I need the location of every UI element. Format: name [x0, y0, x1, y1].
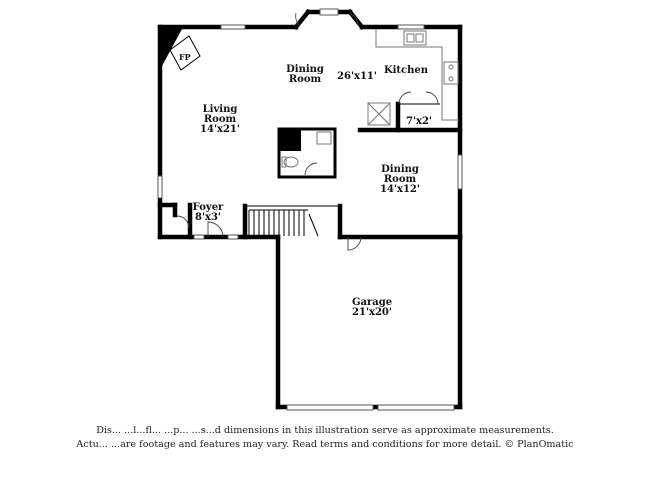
foyer-label: Foyer: [193, 202, 224, 213]
sink-icon: [403, 30, 427, 46]
foyer-dimension: 8'x3': [195, 212, 221, 223]
utility-block: [279, 129, 301, 151]
staircase: [248, 209, 319, 237]
dining-room-label-2: Room: [384, 174, 417, 185]
sink-icon: [316, 131, 332, 145]
stove-icon: [443, 61, 459, 85]
disclaimer: Dis... ...l...fl... ...p... ...s...d dim…: [0, 424, 650, 452]
kitchen-label: Kitchen: [384, 65, 429, 76]
dining-room-top-label-1: Dining: [286, 64, 324, 75]
fireplace-label: FP: [179, 52, 191, 62]
garage-label: Garage: [352, 297, 392, 308]
windows: [157, 8, 463, 411]
living-room-label-1: Living: [203, 104, 238, 115]
kitchen-fixtures: [367, 29, 459, 126]
doors: [176, 12, 439, 251]
toilet-icon: [283, 156, 299, 168]
fridge-icon: [367, 102, 391, 126]
bath-fixtures: [281, 131, 332, 168]
fireplace-icon: [162, 29, 201, 71]
dining-room-dimension: 14'x12': [380, 184, 420, 195]
dining-room-label-1: Dining: [381, 164, 419, 175]
living-room-dimension: 14'x21': [200, 124, 240, 135]
pantry-dimension: 7'x2': [406, 116, 432, 127]
room-labels: FP Dining Room Kitchen 26'x11' Living Ro…: [179, 52, 432, 318]
living-room-label-2: Room: [204, 114, 237, 125]
kitchen-dimension: 26'x11': [337, 71, 377, 82]
interior-walls: [157, 101, 463, 240]
dining-room-top-label-2: Room: [289, 74, 322, 85]
disclaimer-line-2: Actu... ...are footage and features may …: [76, 439, 574, 450]
disclaimer-line-1: Dis... ...l...fl... ...p... ...s...d dim…: [96, 425, 554, 436]
garage-dimension: 21'x20': [352, 307, 392, 318]
